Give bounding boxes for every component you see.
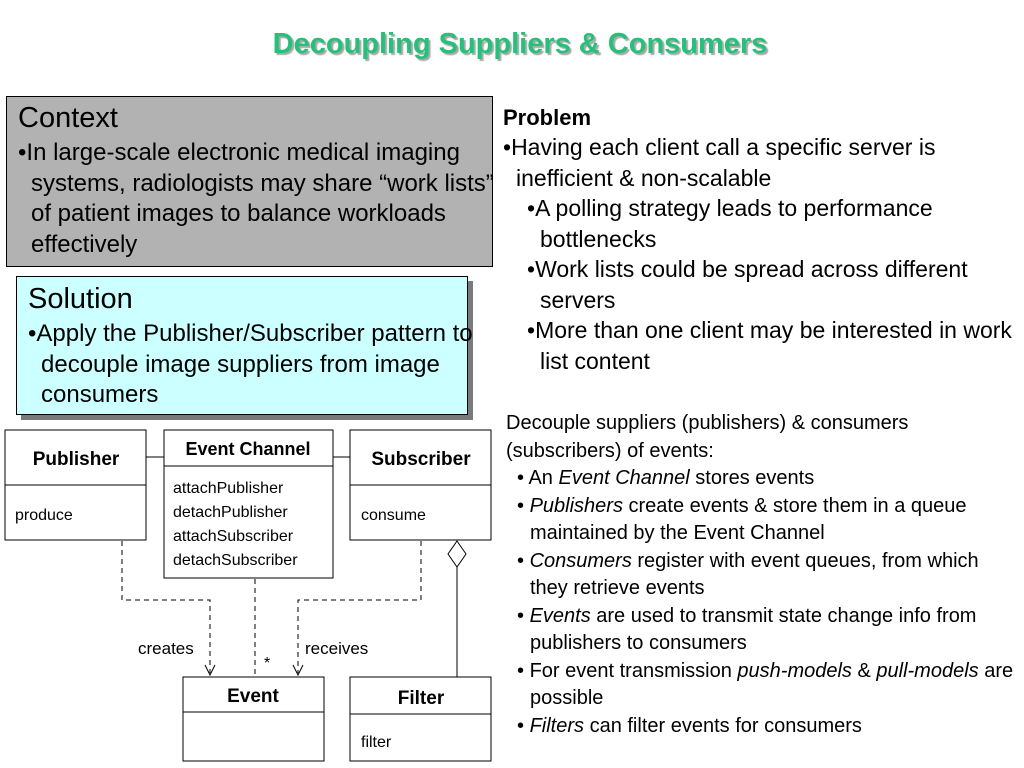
subscriber-name: Subscriber	[371, 449, 471, 470]
multiplicity-label: *	[264, 655, 270, 672]
publisher-class: Publisher produce	[4, 429, 147, 541]
context-heading: Context	[18, 102, 118, 134]
problem-sub-bullet: •A polling strategy leads to performance…	[527, 195, 933, 252]
decouple-item: • For event transmission push-models & p…	[517, 659, 1014, 710]
event-box	[182, 676, 325, 762]
decouple-item: • Consumers register with event queues, …	[517, 549, 979, 600]
aggregation-diamond	[447, 540, 467, 568]
filter-box	[349, 676, 492, 762]
arrowhead-receives	[292, 664, 304, 677]
dependency-receives	[297, 541, 422, 673]
creates-label: creates	[138, 639, 194, 658]
publisher-operation: produce	[15, 507, 73, 524]
arrowhead-creates	[204, 664, 216, 677]
event-channel-operation: attachPublisher	[173, 480, 284, 497]
solution-bullet: •Apply the Publisher/Subscriber pattern …	[28, 320, 473, 408]
decouple-item: • Publishers create events & store them …	[517, 494, 967, 545]
filter-operation: filter	[361, 734, 392, 751]
event-channel-class: Event Channel attachPublisher detachPubl…	[163, 429, 334, 579]
event-channel-operation: detachSubscriber	[173, 552, 298, 569]
subscriber-class: Subscriber consume	[349, 429, 492, 541]
event-channel-operation: detachPublisher	[173, 504, 288, 521]
decouple-item: • Filters can filter events for consumer…	[517, 714, 862, 737]
problem-section: Problem •Having each client call a speci…	[503, 104, 1023, 376]
problem-heading: Problem	[503, 105, 592, 130]
filter-name: Filter	[398, 688, 445, 709]
decouple-item: • An Event Channel stores events	[517, 467, 815, 489]
dependency-creates	[121, 541, 211, 673]
event-channel-box	[163, 429, 334, 579]
event-channel-operation: attachSubscriber	[173, 528, 294, 545]
problem-bullet: •Having each client call a specific serv…	[503, 134, 936, 191]
filter-class: Filter filter	[349, 676, 492, 762]
problem-sub-bullet: •More than one client may be interested …	[527, 317, 1012, 374]
solution-box: Solution •Apply the Publisher/Subscriber…	[16, 276, 473, 415]
problem-sub-bullet: •Work lists could be spread across diffe…	[527, 256, 968, 313]
decouple-intro: Decouple suppliers (publishers) & consum…	[506, 412, 909, 462]
context-box: Context •In large-scale electronic medic…	[6, 96, 494, 267]
event-channel-name: Event Channel	[185, 439, 310, 459]
context-bullet: •In large-scale electronic medical imagi…	[18, 139, 494, 258]
event-name: Event	[227, 686, 279, 707]
slide-title: Decoupling Suppliers & Consumers	[272, 28, 768, 60]
publisher-name: Publisher	[33, 449, 120, 470]
solution-heading: Solution	[28, 283, 133, 315]
event-class: Event	[182, 676, 325, 762]
receives-label: receives	[305, 639, 368, 658]
subscriber-operation: consume	[361, 507, 426, 524]
decouple-section: Decouple suppliers (publishers) & consum…	[506, 410, 1021, 740]
decouple-item: • Events are used to transmit state chan…	[517, 604, 977, 655]
